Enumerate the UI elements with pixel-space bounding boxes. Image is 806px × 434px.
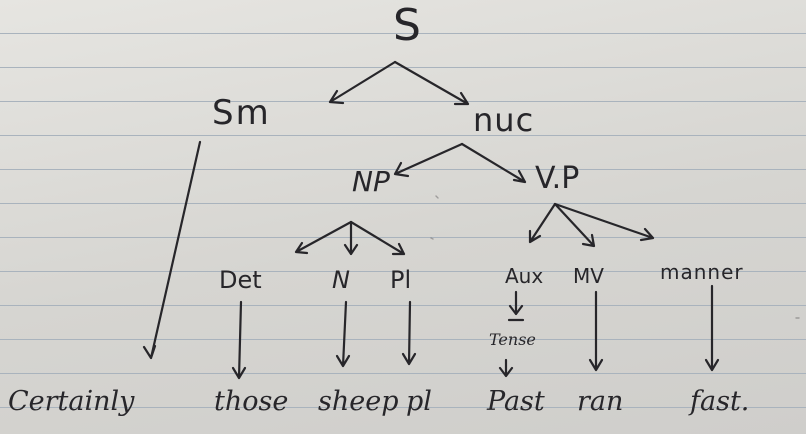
- word-those: those: [214, 386, 289, 417]
- branch-np-pl: [349, 220, 406, 256]
- branch-np-det: [294, 220, 353, 255]
- node-np: NP: [352, 165, 390, 198]
- branch-s-nuc: [393, 60, 470, 106]
- node-n: N: [332, 266, 350, 294]
- branch-vp-mv: [553, 202, 596, 248]
- branch-vp-manner: [553, 202, 655, 242]
- node-manner: manner: [660, 260, 744, 284]
- branch-nuc-vp: [460, 142, 527, 184]
- node-tense: Tense: [489, 330, 536, 349]
- word-pl: pl: [406, 386, 432, 417]
- arrow-tense-past: [498, 358, 514, 378]
- arrow-aux-tense: [507, 290, 525, 322]
- word-ran: ran: [577, 386, 624, 417]
- branch-nuc-np: [393, 142, 464, 178]
- node-sm: Sm: [212, 93, 271, 133]
- branch-vp-aux: [528, 202, 557, 244]
- word-fast: fast.: [690, 386, 750, 417]
- arrow-n-sheep: [335, 300, 351, 368]
- arrow-manner-fast: [704, 284, 720, 372]
- node-pl: Pl: [390, 266, 412, 294]
- arrow-det-those: [231, 300, 247, 380]
- node-nuc: nuc: [473, 101, 535, 139]
- node-vp: V.P: [535, 161, 580, 196]
- arrow-mv-ran: [588, 290, 604, 372]
- branch-s-sm: [328, 60, 397, 105]
- node-aux: Aux: [505, 264, 544, 288]
- node-s: S: [393, 0, 421, 51]
- node-det: Det: [219, 266, 262, 294]
- word-sheep: sheep: [318, 386, 399, 417]
- node-mv: MV: [573, 264, 604, 288]
- arrow-sm-certainly: [142, 140, 202, 360]
- word-certainly: Certainly: [8, 386, 135, 417]
- branch-np-n: [343, 220, 359, 256]
- word-past: Past: [487, 386, 545, 417]
- pencil-speck: [430, 195, 800, 319]
- arrow-pl-pl: [401, 300, 417, 366]
